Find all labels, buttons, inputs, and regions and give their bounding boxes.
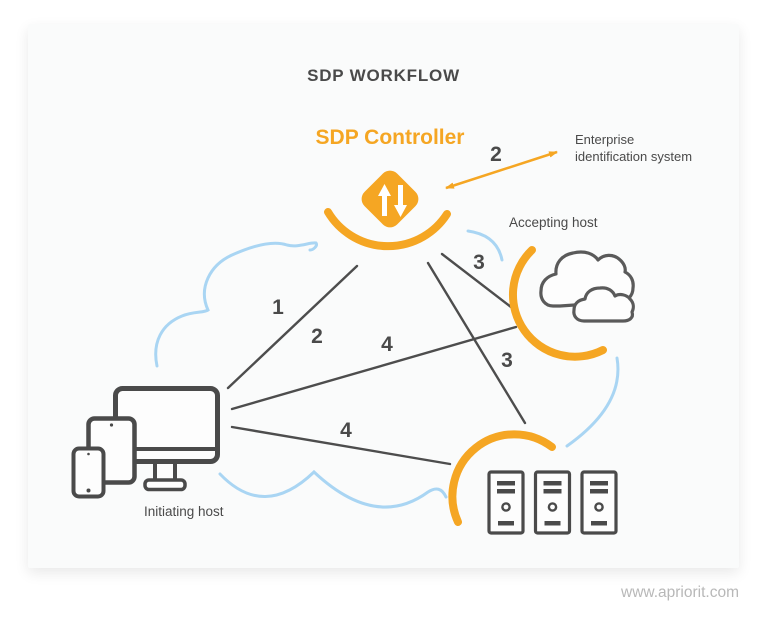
devices-icon [71, 386, 220, 499]
line-host-to-controller [226, 264, 359, 390]
step-label-3-accepting: 3 [473, 251, 485, 274]
up-arrow-icon [378, 184, 391, 216]
cloud-outline-right-segment [565, 356, 620, 448]
controller-enterprise-arrow [445, 150, 558, 190]
phone-home-button [86, 488, 91, 493]
tablet-camera-dot [109, 423, 114, 427]
enterprise-label-line2: identification system [575, 149, 693, 164]
line-host-to-accepting [230, 325, 518, 411]
line-controller-to-servers [426, 261, 527, 425]
controller-arc [324, 208, 451, 251]
cloud-icon [539, 250, 635, 323]
server-tower-icon [487, 470, 525, 535]
website-watermark: www.apriorit.com [621, 584, 739, 601]
connection-lines [226, 252, 527, 466]
perimeter-cloud-outline [154, 229, 620, 509]
monitor-stand-neck [153, 460, 177, 483]
phone-camera-dot [87, 452, 90, 456]
server-tower-icon [580, 470, 618, 535]
servers-arc [448, 430, 556, 526]
highlight-arcs [324, 208, 607, 526]
servers-icon [487, 470, 618, 535]
small-cloud-shape [572, 286, 635, 323]
step-label-4-accepting: 4 [381, 333, 393, 356]
step-label-1: 1 [272, 296, 284, 319]
step-label-2-arrow: 2 [490, 143, 502, 166]
line-host-to-servers [230, 425, 452, 466]
cloud-outline-left-segment [154, 241, 318, 368]
step-label-3-servers: 3 [501, 349, 513, 372]
step-label-4-servers: 4 [340, 419, 352, 442]
cloud-outline-top-right-segment [466, 229, 504, 262]
phone-icon [71, 446, 106, 499]
monitor-stand-base [143, 478, 187, 492]
cloud-outline-bottom-segment [218, 469, 448, 509]
enterprise-label-line1: Enterprise [575, 132, 635, 147]
accepting-host-arc [509, 246, 607, 361]
initiating-host-label: Initiating host [144, 504, 224, 519]
line-controller-to-accepting [440, 252, 513, 309]
down-arrow-icon [394, 185, 407, 217]
controller-icon [361, 170, 419, 228]
enterprise-system-label: Enterprise identification system [575, 131, 692, 165]
diagram-title: SDP WORKFLOW [307, 66, 460, 85]
accepting-host-label: Accepting host [509, 215, 598, 230]
server-tower-icon [533, 470, 572, 535]
controller-label: SDP Controller [315, 126, 465, 149]
controller-diamond [361, 170, 419, 228]
step-label-2-line: 2 [311, 325, 323, 348]
